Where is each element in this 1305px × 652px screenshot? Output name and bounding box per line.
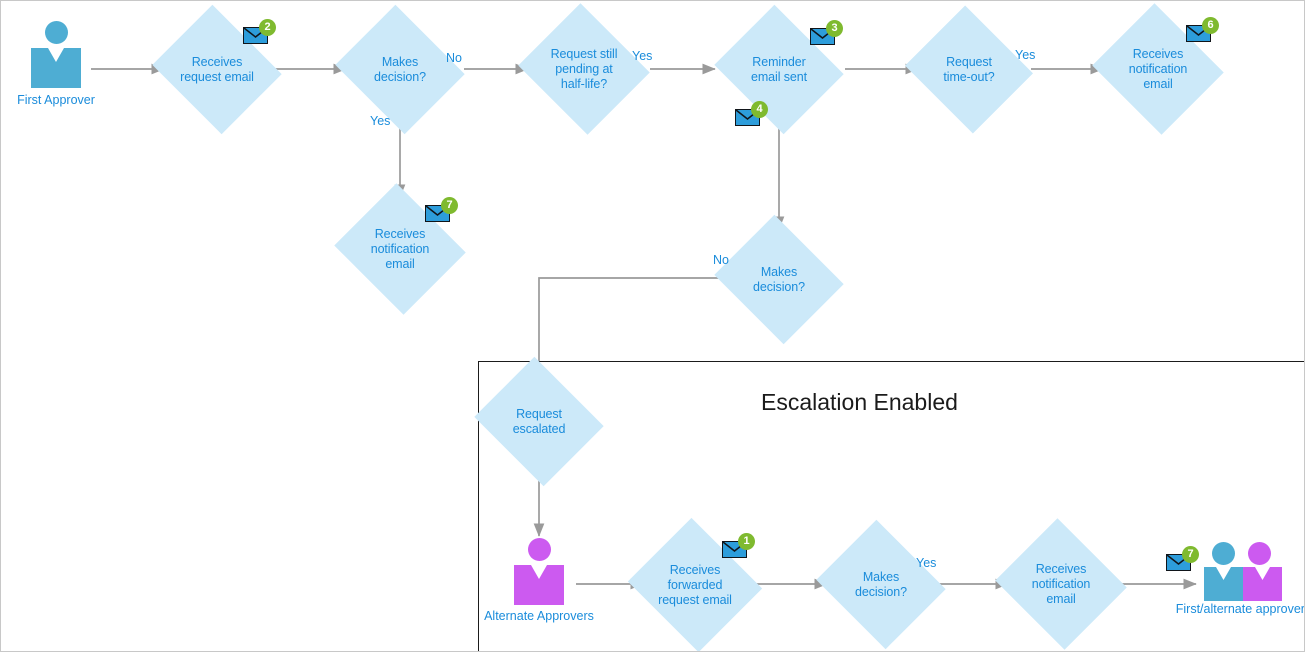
node-label-line3: email xyxy=(1046,591,1076,606)
envelope-icon-receives-notification-email-top[interactable]: 6 xyxy=(1186,17,1219,42)
node-receives-notification-email-yes[interactable]: Receives notification email xyxy=(334,183,466,315)
envelope-icon-receives-forwarded-request-email[interactable]: 1 xyxy=(722,533,755,558)
actor-first-alternate-approvers xyxy=(1204,542,1282,604)
alternate-approvers-body xyxy=(514,565,564,605)
node-label-line2: decision? xyxy=(855,584,907,599)
node-label-line1: Receives xyxy=(191,54,243,69)
edge-label-yes-4: Yes xyxy=(916,556,937,570)
envelope-icon-reminder-email-sent-bottom[interactable]: 4 xyxy=(735,101,768,126)
envelope-badge-number: 7 xyxy=(441,197,458,214)
escalation-enabled-container xyxy=(478,361,1304,651)
envelope-badge-number: 2 xyxy=(259,19,276,36)
first-alternate-approvers-body-purple xyxy=(1243,567,1282,601)
edge-label-no-1: No xyxy=(446,51,462,65)
envelope-icon-reminder-email-sent-top[interactable]: 3 xyxy=(810,20,843,45)
node-label-line1: Receives xyxy=(669,562,721,577)
actor-first-alternate-approvers-label: First/alternate approvers xyxy=(1175,602,1305,616)
node-label-line2: notification xyxy=(1128,61,1188,76)
node-label-line2: decision? xyxy=(374,69,426,84)
node-request-time-out[interactable]: Request time-out? xyxy=(905,5,1033,134)
escalation-enabled-title: Escalation Enabled xyxy=(761,389,958,415)
envelope-badge-number: 1 xyxy=(738,533,755,550)
node-label-line3: request email xyxy=(658,592,732,607)
node-label-line2: notification xyxy=(370,241,430,256)
node-label-line2: notification xyxy=(1031,576,1091,591)
edge-label-yes-1: Yes xyxy=(370,114,391,128)
node-receives-request-email[interactable]: Receives request email xyxy=(152,4,282,135)
envelope-badge-number: 7 xyxy=(1182,546,1199,563)
node-label-line1: Makes xyxy=(862,569,900,584)
node-label-line1: Reminder xyxy=(752,54,806,69)
first-alternate-approvers-head-purple xyxy=(1248,542,1271,565)
node-label-line2: decision? xyxy=(753,279,805,294)
node-label-line1: Request xyxy=(946,54,992,69)
node-label-line2: time-out? xyxy=(943,69,995,84)
envelope-icon-first-alternate-approvers[interactable]: 7 xyxy=(1166,546,1199,571)
node-label-line3: half-life? xyxy=(560,76,608,91)
node-receives-notification-email-top[interactable]: Receives notification email xyxy=(1092,3,1224,135)
envelope-icon-receives-request-email[interactable]: 2 xyxy=(243,19,276,44)
envelope-badge-number: 6 xyxy=(1202,17,1219,34)
envelope-badge-number: 3 xyxy=(826,20,843,37)
node-reminder-email-sent[interactable]: Reminder email sent xyxy=(714,4,844,135)
node-label-line1: Receives xyxy=(1132,46,1184,61)
node-label-line3: email xyxy=(385,256,415,271)
node-label-line1: Request xyxy=(516,406,562,421)
node-makes-decision-1[interactable]: Makes decision? xyxy=(335,4,465,135)
node-label-line1: Makes xyxy=(381,54,419,69)
actor-first-approver xyxy=(31,21,81,89)
alternate-approvers-head xyxy=(528,538,551,561)
node-makes-decision-2[interactable]: Makes decision? xyxy=(714,214,844,345)
node-label-line1: Request still xyxy=(550,46,618,61)
actor-first-approver-label: First Approver xyxy=(17,93,95,107)
node-label-line1: Makes xyxy=(760,264,798,279)
first-alternate-approvers-head-blue xyxy=(1212,542,1235,565)
node-label-line2: request email xyxy=(180,69,254,84)
edge-label-yes-3: Yes xyxy=(1015,48,1036,62)
first-alternate-approvers-body-blue xyxy=(1204,567,1243,601)
actor-alternate-approvers-label: Alternate Approvers xyxy=(484,609,594,623)
actor-alternate-approvers xyxy=(514,538,564,606)
node-label-line2: email sent xyxy=(751,69,807,84)
envelope-icon-receives-notification-email-yes[interactable]: 7 xyxy=(425,197,458,222)
node-request-still-pending-at-halflife[interactable]: Request still pending at half-life? xyxy=(518,3,650,135)
node-receives-forwarded-request-email[interactable]: Receives forwarded request email xyxy=(627,517,763,651)
edge-label-yes-2: Yes xyxy=(632,49,653,63)
first-approver-head xyxy=(45,21,68,44)
node-label-line2: forwarded xyxy=(667,577,723,592)
first-approver-body xyxy=(31,48,81,88)
edge-label-no-2: No xyxy=(713,253,729,267)
node-label-line2: escalated xyxy=(512,421,566,436)
node-receives-notification-email-alt[interactable]: Receives notification email xyxy=(995,518,1127,650)
node-label-line1: Receives xyxy=(1035,561,1087,576)
node-label-line3: email xyxy=(1143,76,1173,91)
node-request-escalated[interactable]: Request escalated xyxy=(474,356,604,487)
node-label-line2: pending at xyxy=(555,61,613,76)
node-makes-decision-3[interactable]: Makes decision? xyxy=(816,519,946,650)
envelope-badge-number: 4 xyxy=(751,101,768,118)
node-label-line1: Receives xyxy=(374,226,426,241)
